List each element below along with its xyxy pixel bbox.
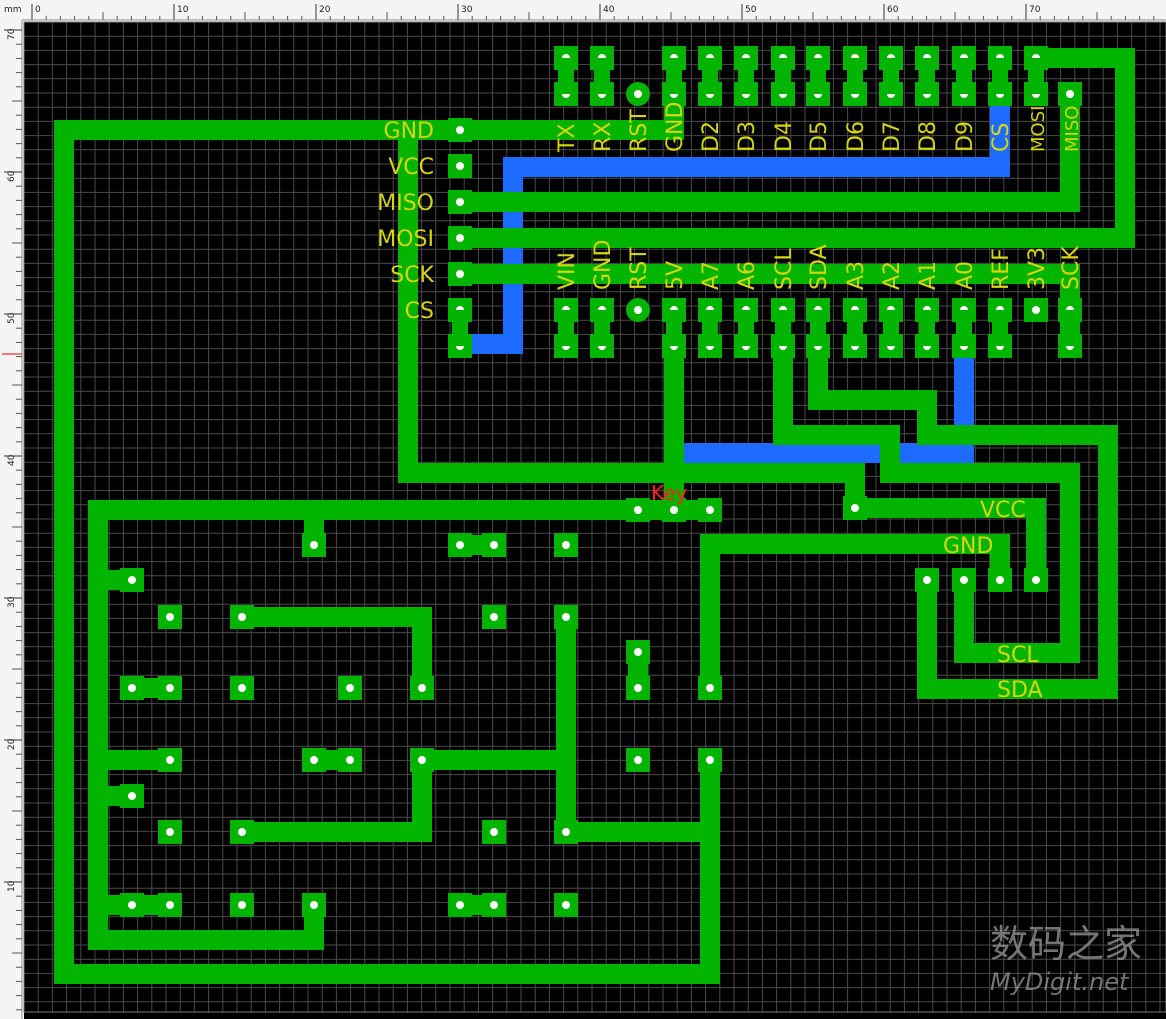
top-ruler-ticks: 0 10 20 30 40 50 60 70 bbox=[31, 4, 1155, 20]
watermark-site: MyDigit.net bbox=[990, 968, 1130, 996]
ruler-unit: mm bbox=[4, 5, 22, 15]
arduino-top-label: MISO bbox=[1062, 106, 1083, 152]
arduino-bottom-label: SCL bbox=[772, 248, 797, 290]
arduino-bottom-label: A1 bbox=[916, 261, 941, 290]
trace-miso bbox=[450, 84, 1080, 212]
top-ruler-tick: 40 bbox=[603, 5, 615, 15]
top-ruler-tick: 50 bbox=[745, 5, 757, 15]
bottom-row-labels: VIN GND RST 5V A7 A6 SCL SDA A3 A2 A1 A0 REF 3V3 SCK bbox=[555, 240, 1084, 290]
arduino-bottom-label: A0 bbox=[953, 261, 978, 290]
left-ruler-tick: 10 bbox=[7, 880, 17, 892]
arduino-top-label: RX bbox=[591, 122, 616, 152]
arduino-bottom-label: SCK bbox=[1059, 246, 1084, 290]
arduino-bottom-label: RST bbox=[627, 247, 652, 290]
left-ruler-tick: 70 bbox=[7, 28, 17, 40]
oled-gnd-label: GND bbox=[943, 534, 993, 559]
trace-scl bbox=[773, 334, 1080, 663]
arduino-top-label: TX bbox=[555, 123, 580, 153]
top-ruler-tick: 30 bbox=[461, 5, 473, 15]
left-ruler-tick: 50 bbox=[7, 312, 17, 324]
arduino-top-label: RST bbox=[627, 109, 652, 152]
left-ruler-tick: 40 bbox=[7, 454, 17, 466]
arduino-top-label: D4 bbox=[772, 121, 797, 152]
header-label: MOSI bbox=[377, 227, 434, 252]
trace-vcc-main bbox=[398, 120, 865, 518]
arduino-bottom-label: VIN bbox=[555, 252, 580, 290]
oled-vcc-label: VCC bbox=[980, 498, 1026, 523]
bottom-layer-traces bbox=[450, 84, 1010, 463]
top-ruler-tick: 60 bbox=[887, 5, 899, 15]
top-ruler-tick: 10 bbox=[177, 5, 189, 15]
top-layer-traces bbox=[54, 48, 1135, 984]
oled-sda-label: SDA bbox=[997, 678, 1043, 703]
trace-bottom-cs bbox=[450, 84, 1010, 354]
arduino-top-label: D3 bbox=[735, 121, 760, 152]
header-label: GND bbox=[384, 119, 434, 144]
arduino-bottom-label: SDA bbox=[807, 244, 832, 290]
arduino-bottom-label: A3 bbox=[844, 261, 869, 290]
trace-vcc-oled bbox=[845, 498, 1046, 590]
left-ruler-tick: 30 bbox=[7, 596, 17, 608]
arduino-top-label: D7 bbox=[880, 121, 905, 152]
header-label: SCK bbox=[390, 263, 434, 288]
arduino-bottom-label: A2 bbox=[880, 261, 905, 290]
arduino-top-label: D8 bbox=[916, 121, 941, 152]
pads bbox=[120, 46, 1082, 917]
arduino-top-label: GND bbox=[663, 102, 688, 152]
header-label: CS bbox=[405, 299, 434, 324]
top-ruler-tick: 70 bbox=[1029, 5, 1041, 15]
trace-bottom-5v bbox=[664, 334, 974, 463]
trace-key-row bbox=[88, 500, 720, 950]
arduino-bottom-label: A6 bbox=[735, 261, 760, 290]
arduino-bottom-label: 5V bbox=[663, 261, 688, 290]
arduino-top-label: D2 bbox=[699, 121, 724, 152]
top-row-labels: TX RX RST GND D2 D3 D4 D5 D6 D7 D8 D9 CS MOSI MISO bbox=[555, 102, 1083, 153]
left-ruler bbox=[0, 0, 22, 1019]
left-header-labels: GND VCC MISO MOSI SCK CS bbox=[377, 119, 434, 324]
arduino-top-label: D6 bbox=[844, 121, 869, 152]
watermark-chinese: 数码之家 bbox=[990, 922, 1142, 966]
arduino-top-label: CS bbox=[989, 123, 1014, 152]
left-ruler-tick: 20 bbox=[7, 738, 17, 750]
top-ruler-tick: 0 bbox=[35, 5, 41, 15]
trace-mosi bbox=[450, 48, 1135, 248]
arduino-bottom-label: GND bbox=[591, 240, 616, 290]
top-ruler-tick: 20 bbox=[319, 5, 331, 15]
arduino-bottom-label: A7 bbox=[699, 261, 724, 290]
trace-sda bbox=[808, 334, 1118, 699]
arduino-bottom-label: 3V3 bbox=[1025, 247, 1050, 290]
arduino-top-label: D5 bbox=[807, 121, 832, 152]
left-ruler-tick: 60 bbox=[7, 170, 17, 182]
arduino-top-label: MOSI bbox=[1028, 106, 1049, 152]
top-ruler bbox=[0, 0, 1166, 20]
header-label: MISO bbox=[377, 191, 434, 216]
arduino-bottom-label: REF bbox=[989, 248, 1014, 290]
arduino-top-label: D9 bbox=[953, 121, 978, 152]
left-ruler-ticks: 70 60 50 40 30 20 10 bbox=[4, 28, 22, 1011]
trace-gnd-outer bbox=[54, 120, 720, 984]
trace-gnd-oled bbox=[700, 534, 1010, 698]
oled-scl-label: SCL bbox=[997, 643, 1039, 668]
header-label: VCC bbox=[388, 155, 434, 180]
key-label: Key bbox=[651, 481, 687, 505]
